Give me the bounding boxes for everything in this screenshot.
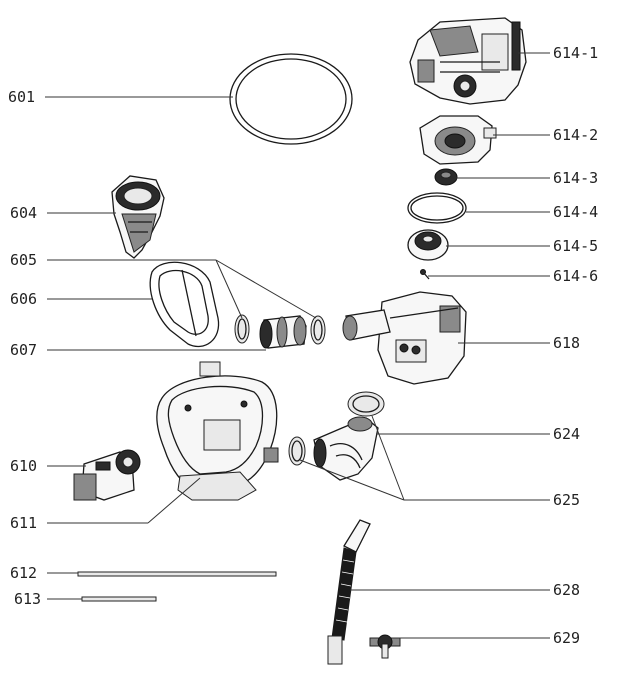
part-614-5-impeller	[407, 229, 449, 261]
callout-614-3: 614-3	[553, 169, 598, 187]
part-614-4-o-ring	[407, 192, 467, 224]
part-605-clamp-left	[234, 314, 250, 344]
part-612-rod	[77, 571, 277, 577]
callout-618: 618	[553, 334, 580, 352]
callout-614-6: 614-6	[553, 267, 598, 285]
part-618-heater-pump	[342, 291, 467, 385]
part-624-clamp	[347, 391, 385, 417]
callout-624: 624	[553, 425, 580, 443]
part-625-clamp	[288, 436, 306, 466]
part-610-drain-pump	[73, 449, 141, 501]
part-625-elbow-hose	[313, 416, 379, 481]
leader-lines	[45, 52, 550, 639]
callout-614-2: 614-2	[553, 126, 598, 144]
callout-628: 628	[553, 581, 580, 599]
part-611-sump-assembly	[156, 361, 279, 501]
part-614-6-screw	[420, 269, 430, 280]
part-601-gasket-ring	[229, 53, 353, 145]
part-604-filter	[111, 175, 165, 259]
part-607-hose-connector	[259, 315, 307, 349]
callout-629: 629	[553, 629, 580, 647]
callout-612: 612	[10, 564, 37, 582]
part-605-clamp-right	[310, 315, 326, 345]
callout-614-5: 614-5	[553, 237, 598, 255]
part-614-3-seal	[434, 168, 458, 186]
part-613-rod	[81, 596, 157, 602]
callout-613: 613	[14, 590, 41, 608]
callout-614-4: 614-4	[553, 203, 598, 221]
part-628-drain-hose	[327, 519, 371, 665]
callout-605: 605	[10, 251, 37, 269]
callout-611: 611	[10, 514, 37, 532]
part-629-fitting	[369, 634, 401, 659]
callout-610: 610	[10, 457, 37, 475]
callout-607: 607	[10, 341, 37, 359]
part-606-filter-frame	[149, 261, 220, 348]
callout-614-1: 614-1	[553, 44, 598, 62]
part-614-1-motor-housing	[409, 17, 527, 105]
callout-625: 625	[553, 491, 580, 509]
callout-604: 604	[10, 204, 37, 222]
callout-601: 601	[8, 88, 35, 106]
part-614-2-impeller-cover	[419, 115, 497, 165]
callout-606: 606	[10, 290, 37, 308]
